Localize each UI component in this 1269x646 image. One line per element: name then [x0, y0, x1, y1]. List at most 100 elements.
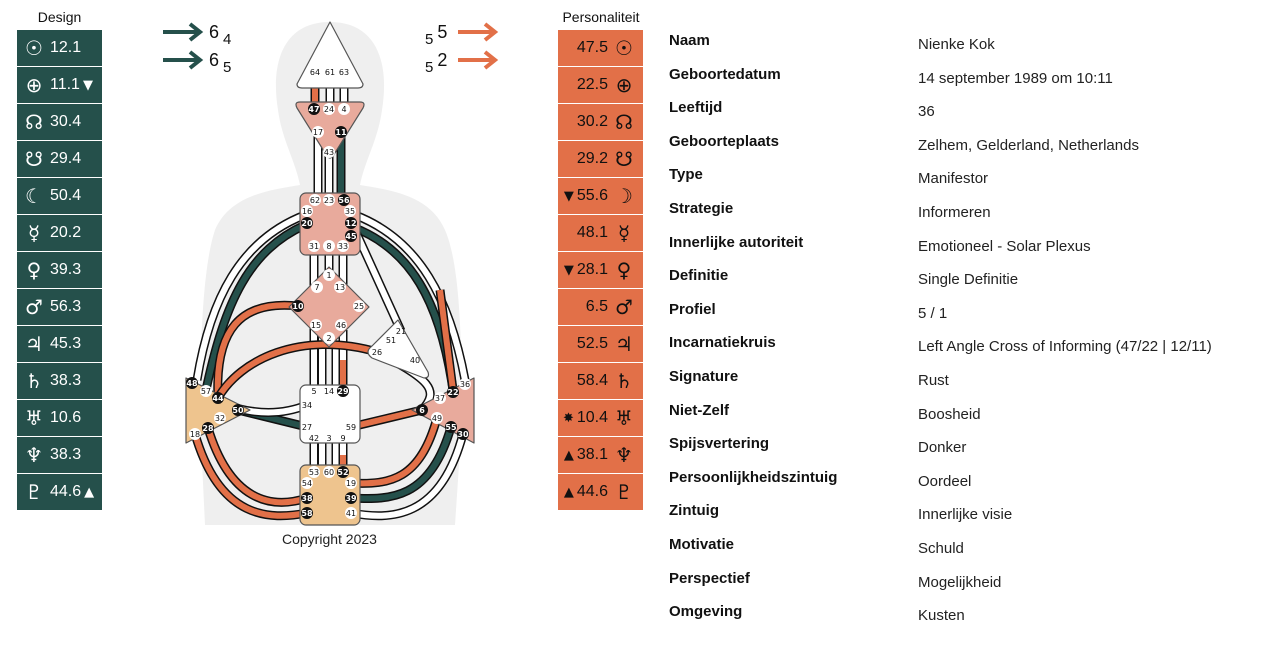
marker-icon: ▲: [84, 484, 95, 500]
gate-circle: [434, 392, 446, 404]
mars-icon: ♂: [25, 295, 43, 319]
marker-icon: ✸: [562, 410, 574, 426]
venus-icon: ♀: [616, 258, 632, 282]
gate-value: 28.1: [576, 261, 608, 278]
channel: [215, 341, 378, 400]
personality-row-neptune: ▲38.1 ♆: [558, 437, 643, 473]
design-row-north-node: ☊30.4: [17, 104, 102, 140]
gate-value: 38.1: [576, 446, 608, 463]
info-value: Boosheid: [918, 405, 981, 423]
gate-5: 5: [311, 387, 316, 396]
south-node-icon: ☋: [25, 147, 43, 171]
info-row: Geboorteplaats Zelhem, Gelderland, Nether…: [669, 133, 1269, 167]
personality-row-south-node: 29.2☋: [558, 141, 643, 177]
gate-11: 11: [335, 128, 347, 137]
personality-row-uranus: ✸10.4 ♅: [558, 400, 643, 436]
info-label: Geboorteplaats: [669, 132, 780, 150]
gate-value: 30.4: [50, 113, 82, 130]
gate-value: 12.1: [50, 39, 82, 56]
north-node-icon: ☊: [615, 110, 633, 134]
gate-21: 21: [396, 327, 406, 336]
gate-58: 58: [301, 509, 313, 518]
marker-icon: ▼: [82, 77, 93, 93]
gate-56: 56: [338, 196, 350, 205]
info-value: Donker: [918, 439, 967, 457]
gate-circle: [323, 146, 335, 158]
gate-circle: [186, 377, 198, 389]
info-value: Manifestor: [918, 170, 989, 188]
channel: [350, 433, 466, 519]
gate-circle: [447, 386, 459, 398]
info-label: Geboortedatum: [669, 65, 781, 83]
gate-circle: [301, 507, 313, 519]
info-label: Persoonlijkheidszintuig: [669, 468, 838, 486]
design-row-pluto: ♇44.6▲: [17, 474, 102, 510]
gate-circle: [308, 103, 320, 115]
gate-value: 10.4: [576, 409, 608, 426]
gate-circle: [345, 492, 357, 504]
design-column: ☉12.1⊕11.1▼☊30.4☋29.4☾50.4☿20.2♀39.3♂56.…: [17, 30, 102, 511]
gate-24: 24: [324, 105, 334, 114]
gate-value: 10.6: [50, 409, 82, 426]
gate-7: 7: [314, 283, 319, 292]
gate-circle: [292, 300, 304, 312]
gate-1: 1: [326, 271, 331, 280]
gate-circle: [311, 281, 323, 293]
neptune-icon: ♆: [615, 443, 633, 467]
gate-29: 29: [337, 387, 349, 396]
gate-circle: [335, 319, 347, 331]
gate-35: 35: [345, 207, 355, 216]
gate-circle: [345, 507, 357, 519]
jupiter-icon: ♃: [25, 332, 43, 356]
gate-10: 10: [292, 302, 304, 311]
gate-41: 41: [346, 509, 356, 518]
gate-33: 33: [338, 242, 348, 251]
gate-circle: [337, 466, 349, 478]
personality-row-moon: ▼55.6☽: [558, 178, 643, 214]
gate-value: 44.6: [576, 483, 608, 500]
channel: [437, 289, 456, 391]
personality-row-pluto: ▲44.6♇: [558, 474, 643, 510]
gate-value: 20.2: [50, 224, 82, 241]
gate-circle: [431, 412, 443, 424]
design-row-mercury: ☿20.2: [17, 215, 102, 251]
gate-value: 11.1: [50, 76, 80, 93]
venus-icon: ♀: [26, 258, 42, 282]
gate-circle: [212, 392, 224, 404]
info-value: Schuld: [918, 539, 964, 557]
channel: [352, 228, 404, 333]
gate-value: 48.1: [576, 224, 608, 241]
gate-circle: [309, 194, 321, 206]
gate-12: 12: [345, 219, 356, 228]
info-value: Emotioneel - Solar Plexus: [918, 237, 1091, 255]
gate-55: 55: [445, 423, 457, 432]
gate-circle: [459, 378, 471, 390]
info-label: Naam: [669, 32, 710, 49]
uranus-icon: ♅: [615, 406, 633, 430]
gate-25: 25: [354, 302, 364, 311]
marker-icon: ▲: [563, 447, 574, 463]
gate-30: 30: [457, 430, 469, 439]
design-arrow-icon: [163, 50, 204, 70]
channel: [350, 407, 423, 430]
gate-18: 18: [190, 430, 200, 439]
gate-value: 58.4: [576, 372, 608, 389]
gate-28: 28: [202, 424, 214, 433]
design-row-mars: ♂56.3: [17, 289, 102, 325]
info-value: Zelhem, Gelderland, Netherlands: [918, 136, 1139, 154]
gate-15: 15: [311, 321, 321, 330]
gate-value: 22.5: [576, 76, 608, 93]
gate-45: 45: [345, 232, 357, 241]
design-row-jupiter: ♃45.3: [17, 326, 102, 362]
